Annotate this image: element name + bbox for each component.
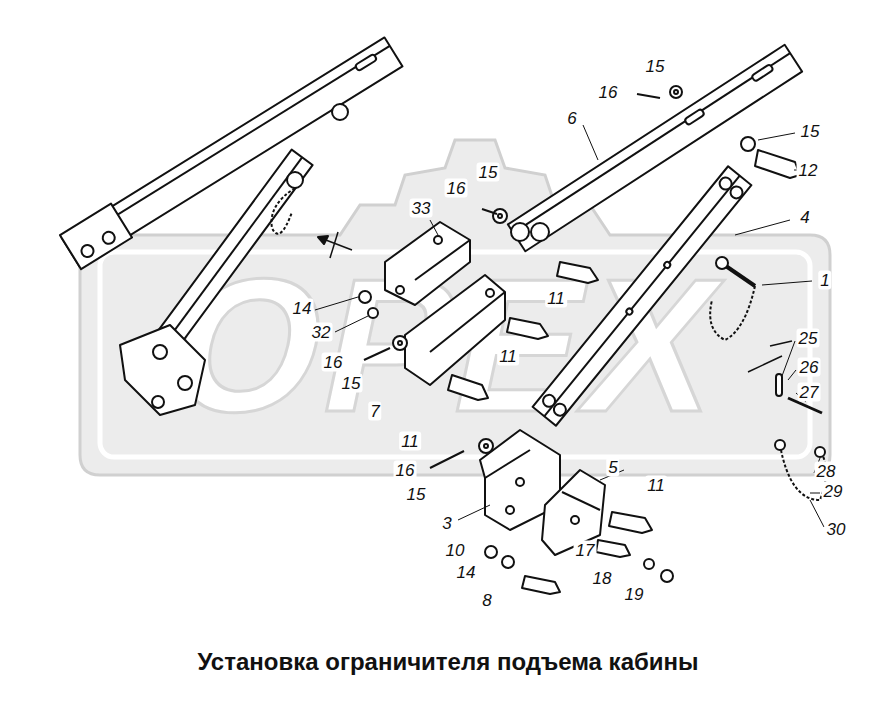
callout-number: 15 [340, 374, 363, 393]
callout-number: 27 [798, 383, 821, 402]
callout-number: 33 [410, 199, 433, 218]
callout-number: 7 [368, 402, 381, 421]
callout-number: 11 [645, 476, 667, 495]
callout-number: 18 [591, 569, 614, 588]
callout-number: 8 [480, 591, 493, 610]
callout-number: 10 [444, 541, 467, 560]
callout-number: 28 [815, 462, 838, 481]
callout-number: 15 [644, 57, 667, 76]
callout-number: 11 [497, 347, 519, 366]
callout-number: 3 [440, 514, 453, 533]
callout-number: 1 [818, 271, 831, 290]
callout-number: 14 [455, 563, 478, 582]
callout-number: 30 [825, 520, 848, 539]
callout-number: 15 [799, 122, 822, 141]
callout-number: 32 [310, 323, 333, 342]
callout-number: 14 [291, 299, 314, 318]
diagram-title: Установка ограничителя подъема кабины [197, 648, 698, 676]
callout-number: 25 [797, 329, 820, 348]
callout-number: 17 [574, 541, 597, 560]
callout-number: 16 [322, 353, 345, 372]
callout-number: 19 [623, 585, 646, 604]
callout-number: 11 [545, 289, 567, 308]
callout-number: 12 [797, 161, 820, 180]
callout-number: 15 [405, 485, 428, 504]
callout-number: 16 [394, 461, 417, 480]
callout-number: 16 [597, 83, 620, 102]
callout-number: 15 [477, 163, 500, 182]
callout-number: 11 [399, 432, 421, 451]
callout-number: 6 [565, 109, 578, 128]
callout-number: 5 [606, 458, 619, 477]
callout-number: 4 [798, 208, 811, 227]
callout-number: 29 [822, 482, 845, 501]
callout-number: 26 [798, 358, 821, 377]
callout-number: 16 [445, 179, 468, 198]
